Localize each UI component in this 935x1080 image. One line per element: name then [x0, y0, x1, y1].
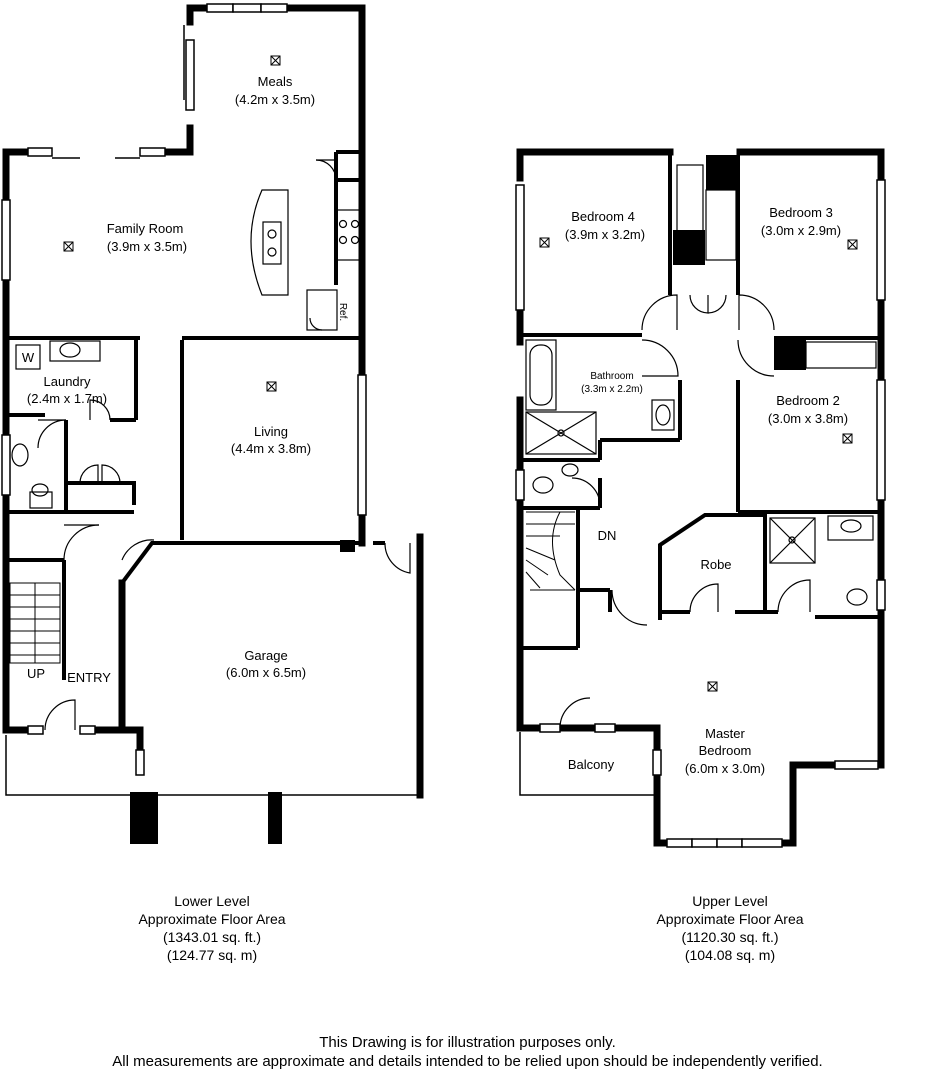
- upper-windows: [515, 179, 886, 848]
- lower-column-2: [130, 792, 158, 844]
- garage-room-dims: (6.0m x 6.5m): [226, 665, 306, 680]
- master-room-name: Master: [705, 726, 745, 741]
- lower-caption-line2: Approximate Floor Area: [138, 911, 286, 927]
- lower-caption-line4: (124.77 sq. m): [166, 947, 258, 963]
- upper-exterior-walls: [516, 148, 885, 847]
- bedroom4-room-marker: [539, 237, 550, 248]
- upper-caption-line4: (104.08 sq. m): [684, 947, 776, 963]
- disclaimer: This Drawing is for illustration purpose…: [0, 1033, 935, 1071]
- lower-level-caption: Lower Level Approximate Floor Area (1343…: [96, 892, 328, 964]
- family-room-marker: [63, 241, 74, 252]
- master-room-marker: [707, 681, 718, 692]
- laundry-fixtures: [11, 340, 121, 509]
- bedroom4-room-name: Bedroom 4: [571, 209, 635, 224]
- lower-level-plan: [1, 3, 424, 844]
- lower-stairs: [9, 582, 61, 664]
- family-room-dims: (3.9m x 3.5m): [107, 239, 187, 254]
- family-room-name: Family Room: [107, 221, 184, 236]
- up-stairs-label: UP: [27, 666, 45, 681]
- upper-bath-fixtures: [525, 339, 874, 606]
- living-room-dims: (4.4m x 3.8m): [231, 441, 311, 456]
- lower-column-3: [268, 792, 282, 844]
- lower-interior-walls: [6, 150, 385, 680]
- meals-room-marker: [270, 55, 281, 66]
- master-room-name-line2: Bedroom: [699, 743, 752, 758]
- laundry-room-name: Laundry: [44, 374, 91, 389]
- lower-doors: [44, 524, 411, 731]
- master-room-dims: (6.0m x 3.0m): [685, 761, 765, 776]
- lower-windows: [1, 3, 420, 796]
- upper-interior-walls: [520, 155, 881, 650]
- kitchen-fixtures: [250, 159, 363, 331]
- fridge-label: Ref.: [337, 303, 348, 321]
- bedroom3-room-name: Bedroom 3: [769, 205, 833, 220]
- disclaimer-line1: This Drawing is for illustration purpose…: [319, 1034, 616, 1051]
- lower-caption-line1: Lower Level: [174, 893, 250, 909]
- upper-level-plan: [515, 148, 886, 848]
- bedroom2-room-dims: (3.0m x 3.8m): [768, 411, 848, 426]
- living-room-marker: [266, 381, 277, 392]
- upper-doors: [559, 294, 811, 729]
- bedroom2-room-marker: [842, 433, 853, 444]
- upper-chimney-2: [673, 230, 705, 265]
- bedroom3-room-dims: (3.0m x 2.9m): [761, 223, 841, 238]
- bathroom-room-dims: (3.3m x 2.2m): [581, 384, 643, 395]
- meals-room-name: Meals: [258, 74, 293, 89]
- upper-chimney-1: [706, 155, 736, 190]
- lower-caption-line3: (1343.01 sq. ft.): [162, 929, 262, 945]
- bedroom2-room-name: Bedroom 2: [776, 393, 840, 408]
- upper-caption-line3: (1120.30 sq. ft.): [681, 929, 779, 945]
- disclaimer-line2: All measurements are approximate and det…: [112, 1053, 823, 1070]
- bathroom-room-name: Bathroom: [590, 371, 633, 382]
- down-stairs-label: DN: [598, 528, 617, 543]
- garage-room-name: Garage: [244, 648, 287, 663]
- bedroom3-room-marker: [847, 239, 858, 250]
- upper-chimney-3: [774, 338, 806, 370]
- upper-stairs: [525, 511, 576, 591]
- robe-room-name: Robe: [700, 557, 731, 572]
- upper-level-caption: Upper Level Approximate Floor Area (1120…: [614, 892, 846, 964]
- balcony-label: Balcony: [568, 757, 615, 772]
- lower-column-1: [340, 540, 355, 552]
- upper-caption-line2: Approximate Floor Area: [656, 911, 804, 927]
- laundry-room-dims: (2.4m x 1.7m): [27, 391, 107, 406]
- upper-robes: [676, 164, 877, 369]
- entry-label: ENTRY: [67, 670, 111, 685]
- lower-level-labels: Meals (4.2m x 3.5m) Family Room (3.9m x …: [22, 55, 348, 685]
- washer-label: W: [22, 350, 35, 365]
- upper-caption-line1: Upper Level: [692, 893, 768, 909]
- bedroom4-room-dims: (3.9m x 3.2m): [565, 227, 645, 242]
- meals-room-dims: (4.2m x 3.5m): [235, 92, 315, 107]
- living-room-name: Living: [254, 424, 288, 439]
- upper-level-labels: Bedroom 4 (3.9m x 3.2m) Bedroom 3 (3.0m …: [539, 205, 858, 776]
